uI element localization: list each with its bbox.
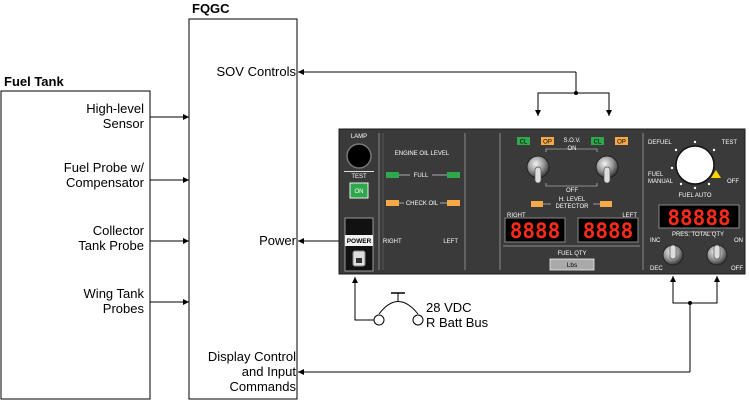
h-level-left-light: [600, 201, 612, 207]
sov-junction: [574, 91, 578, 95]
mode-tick-1: [674, 148, 678, 152]
mode-tick-3: [712, 148, 716, 152]
mode-tick-2: [693, 140, 697, 144]
sov-off-label: OFF: [566, 188, 578, 194]
wing-tank-probes-label-2: Probes: [103, 301, 145, 316]
inc-label: INC: [650, 238, 661, 244]
total-qty-digits: 88888: [667, 206, 730, 230]
h-level-label-2: DETECTOR: [556, 204, 590, 210]
batt-terminal-left: [373, 314, 385, 326]
pres-total-qty-label: PRES. TOTAL QTY: [672, 232, 724, 238]
right-qty-digits: 8888: [510, 219, 561, 243]
oil-full-label: FULL: [414, 173, 429, 179]
fuel-control-panel: LAMP TEST ON POWER ENGINE OIL LEVEL FULL…: [338, 128, 746, 275]
test-on-label: ON: [355, 189, 364, 195]
sov-left-switch-lever[interactable]: [603, 166, 611, 184]
test-rule: [344, 171, 374, 172]
wing-tank-probes-label-1: Wing Tank: [84, 286, 145, 301]
oil-full-right-light: [386, 172, 399, 178]
dec-label: DEC: [650, 266, 663, 272]
sov-controls-label: SOV Controls: [217, 64, 297, 79]
mode-tick-5: [679, 182, 683, 186]
inc-dec-switch-lever[interactable]: [669, 244, 677, 260]
display-control-label-1: Display Control: [208, 349, 296, 364]
power-switch-toggle-slot: [356, 258, 362, 263]
high-level-sensor-label-2: Sensor: [103, 116, 145, 131]
arrow-sov-right-switch: [576, 92, 612, 116]
warning-triangle-icon: [711, 170, 721, 178]
check-oil-right-light: [386, 200, 399, 206]
display-control-label-3: Commands: [230, 379, 297, 394]
on-off-switch-lever[interactable]: [713, 244, 721, 260]
fuel-tank-title: Fuel Tank: [4, 74, 64, 89]
sov-right-cl-light: [517, 137, 530, 145]
display-control-label-2: and Input: [242, 364, 297, 379]
fuel-manual-label-1: FUEL: [648, 172, 664, 178]
collector-tank-probe-label-1: Collector: [93, 223, 145, 238]
oil-right-label: RIGHT: [383, 239, 402, 245]
sov-right-cl-label: CL: [520, 140, 528, 146]
fuel-tank-box: [0, 90, 151, 400]
units-button-label: Lbs: [567, 262, 578, 269]
sov-left-cl-label: CL: [594, 140, 602, 146]
oil-full-left-light: [447, 172, 460, 178]
oil-left-label: LEFT: [443, 239, 458, 245]
batt-bus-name: R Batt Bus: [426, 315, 489, 330]
check-oil-label: CHECK OIL: [406, 201, 439, 207]
batt-feed-line: [354, 302, 374, 321]
test-label: TEST: [351, 174, 367, 180]
check-oil-left-light: [447, 200, 460, 206]
left-qty-display: [577, 217, 639, 243]
mode-tick-6: [693, 186, 697, 190]
h-level-right-light: [531, 201, 543, 207]
mode-tick-7: [707, 182, 711, 186]
test-mode-label: TEST: [722, 140, 738, 146]
sov-off-bracket: [545, 183, 598, 187]
left-qty-label: LEFT: [622, 213, 637, 219]
panel-bottom-link: [672, 288, 718, 304]
batt-terminal-right: [412, 314, 424, 326]
lamp-indicator: [346, 143, 372, 169]
sov-right-op-light: [541, 137, 554, 145]
test-on-button[interactable]: [349, 182, 369, 199]
sov-left-op-label: OP: [617, 140, 626, 146]
sov-label: S.O.V.: [563, 138, 580, 144]
sov-left-cl-light: [591, 137, 604, 145]
sov-left-op-light: [615, 137, 628, 145]
fuel-auto-label: FUEL AUTO: [678, 193, 711, 199]
fuel-manual-label-2: MANUAL: [648, 179, 674, 185]
units-button[interactable]: [549, 258, 595, 271]
batt-bus-voltage: 28 VDC: [426, 300, 472, 315]
arrow-sov-left-switch: [535, 72, 577, 116]
engine-oil-level-label: ENGINE OIL LEVEL: [395, 151, 450, 157]
collector-tank-probe-label-2: Tank Probe: [78, 238, 144, 253]
power-switch-label-bg: [345, 235, 373, 246]
power-switch-label: POWER: [347, 238, 372, 245]
high-level-sensor-label-1: High-level: [86, 101, 144, 116]
sov-right-switch-lever[interactable]: [534, 166, 542, 184]
h-level-label-1: H. LEVEL: [559, 197, 586, 203]
left-qty-digits: 8888: [583, 219, 634, 243]
total-qty-display: [658, 204, 740, 229]
fqgc-title: FQGC: [192, 1, 230, 16]
right-qty-display: [504, 217, 566, 243]
off-label: OFF: [731, 266, 743, 272]
mode-selector-knob[interactable]: [675, 145, 715, 185]
mode-tick-4: [670, 166, 674, 170]
circuit-breaker-arc: [378, 301, 419, 315]
power-label: Power: [259, 233, 297, 248]
fuel-qty-label: FUEL QTY: [557, 251, 586, 257]
on-label: ON: [734, 238, 743, 244]
sov-right-op-label: OP: [543, 140, 552, 146]
fuel-probe-label-1: Fuel Probe w/: [64, 160, 145, 175]
fqgc-box: [188, 18, 298, 400]
fuel-probe-label-2: Compensator: [66, 175, 145, 190]
off-mode-label: OFF: [727, 179, 739, 185]
lamp-label: LAMP: [351, 134, 367, 140]
sov-on-bracket: [545, 148, 598, 152]
right-qty-label: RIGHT: [507, 213, 526, 219]
defuel-label: DEFUEL: [648, 140, 672, 146]
